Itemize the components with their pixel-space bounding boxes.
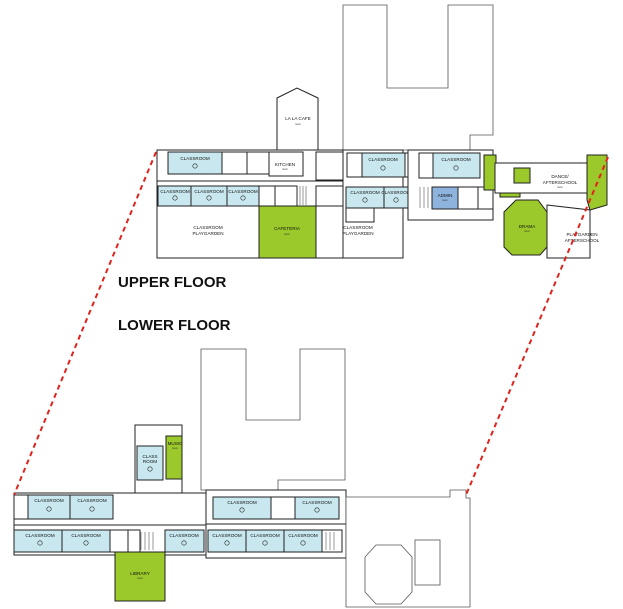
upper-drama-label: DRAMA bbox=[519, 224, 537, 229]
lower-courtyard-outline bbox=[200, 348, 346, 491]
upper-classroom-mid-top bbox=[361, 152, 406, 178]
upper-classroom-row-3-label: CLASSROOM bbox=[228, 189, 258, 194]
connector-line-right bbox=[465, 156, 609, 496]
upper-afterschool-label: AFTERSCHOOL bbox=[543, 180, 578, 185]
svg-text:room: room bbox=[524, 229, 530, 233]
lower-classroom-5-label: CLASSROOM bbox=[169, 533, 199, 538]
svg-text:room: room bbox=[442, 198, 448, 202]
upper-cafeteria-label: CAFETERIA bbox=[274, 226, 301, 231]
lower-classroom-9-label: CLASSROOM bbox=[250, 533, 280, 538]
upper-classroom-mid-top-label: CLASSROOM bbox=[368, 157, 398, 162]
upper-playgarden-right-label-2: AFTERSCHOOL bbox=[565, 238, 600, 243]
upper-cafeteria bbox=[258, 205, 317, 259]
lower-classroom-10-label: CLASSROOM bbox=[288, 533, 318, 538]
connector-line-left bbox=[13, 151, 157, 496]
upper-la-la-cafe-label: LA LA CAFE bbox=[285, 116, 311, 121]
lower-class-room-label-2: ROOM bbox=[143, 459, 157, 464]
upper-classroom-row-1-label: CLASSROOM bbox=[160, 189, 190, 194]
upper-classroom-right-top-label: CLASSROOM bbox=[441, 157, 471, 162]
upper-floor-label: UPPER FLOOR bbox=[118, 274, 227, 291]
lower-classroom-6-label: CLASSROOM bbox=[227, 500, 257, 505]
lower-octagon-room bbox=[364, 544, 413, 605]
lower-classroom-8-label: CLASSROOM bbox=[212, 533, 242, 538]
lower-classroom-2-label: CLASSROOM bbox=[77, 498, 107, 503]
svg-text:room: room bbox=[557, 185, 563, 189]
lower-classroom-7-label: CLASSROOM bbox=[302, 500, 332, 505]
lower-classroom-2 bbox=[69, 494, 114, 520]
lower-library bbox=[114, 551, 166, 602]
upper-dance-label: DANCE/ bbox=[551, 174, 569, 179]
upper-playgarden-mid-label-1: CLASSROOM bbox=[343, 225, 373, 230]
upper-classroom-mid-row-1-label: CLASSROOM bbox=[350, 190, 380, 195]
upper-admin bbox=[431, 186, 459, 210]
lower-stairs bbox=[140, 532, 335, 550]
upper-floor-plan: LA LA CAFE room CLASSROOM BOILER KITCHEN… bbox=[156, 4, 608, 259]
upper-cafe-annex bbox=[276, 87, 319, 153]
upper-kitchen-label: KITCHEN bbox=[275, 162, 295, 167]
svg-text:room: room bbox=[282, 167, 288, 171]
upper-classroom-top-left-label: CLASSROOM bbox=[180, 156, 210, 161]
upper-classroom-row-2-label: CLASSROOM bbox=[194, 189, 224, 194]
lower-floor-plan: CLASSROOM CLASSROOM CLASSROOM CLASSROOM … bbox=[13, 348, 471, 608]
lower-classroom-3-label: CLASSROOM bbox=[25, 533, 55, 538]
lower-classroom-1-label: CLASSROOM bbox=[34, 498, 64, 503]
lower-classroom-4-label: CLASSROOM bbox=[71, 533, 101, 538]
upper-stairs bbox=[296, 186, 429, 208]
lower-music bbox=[165, 435, 183, 480]
upper-playgarden-mid-label-2: PLAYGARDEN bbox=[342, 231, 373, 236]
svg-text:room: room bbox=[172, 446, 178, 450]
upper-classroom-mid-row-2-label: CLASSROOM bbox=[381, 190, 411, 195]
lower-floor-label: LOWER FLOOR bbox=[118, 317, 231, 334]
svg-text:room: room bbox=[284, 232, 290, 236]
upper-playgarden-left-label-1: CLASSROOM bbox=[193, 225, 223, 230]
svg-text:room: room bbox=[295, 122, 301, 126]
lower-class-room bbox=[136, 445, 164, 481]
upper-admin-label: ADMIN bbox=[438, 193, 453, 198]
lower-library-label: LIBRARY bbox=[130, 571, 150, 576]
upper-playgarden-left-label-2: PLAYGARDEN bbox=[192, 231, 223, 236]
svg-text:room: room bbox=[137, 576, 143, 580]
upper-boiler-room bbox=[221, 151, 248, 175]
lower-music-label: MUSIC bbox=[168, 441, 183, 446]
upper-kitchen bbox=[268, 151, 304, 177]
upper-drama bbox=[503, 199, 548, 256]
lower-class-room-label-1: CLASS bbox=[142, 454, 157, 459]
upper-courtyard-outline bbox=[342, 4, 494, 151]
upper-playgarden-right-label-1: PLAYGARDEN bbox=[566, 232, 597, 237]
